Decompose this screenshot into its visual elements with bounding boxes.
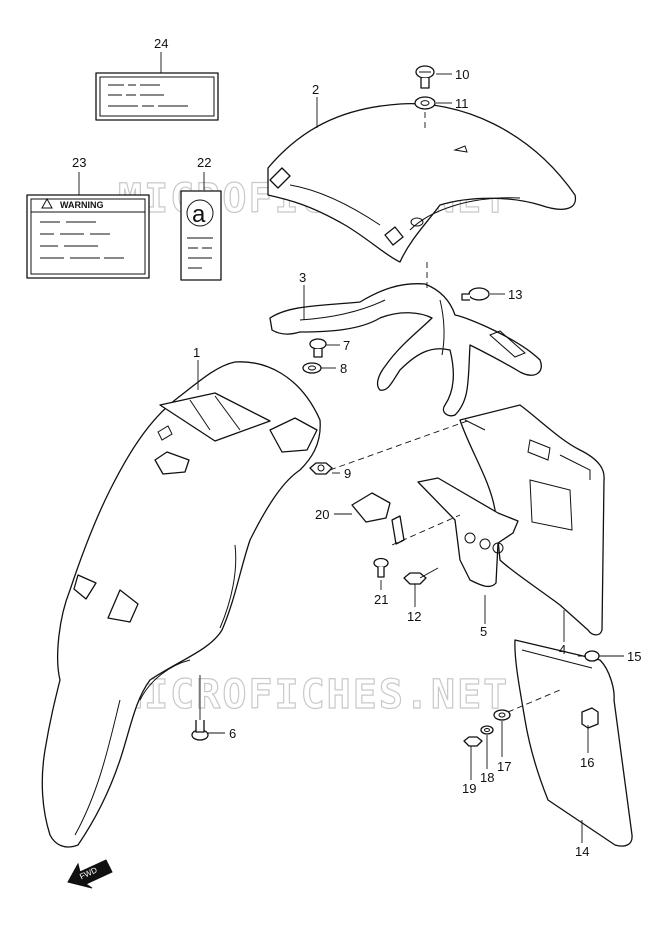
part-number-10: 10 [455, 67, 469, 82]
part-number-23: 23 [72, 155, 86, 170]
part-number-4: 4 [559, 642, 566, 657]
part-number-11: 11 [455, 96, 469, 111]
part-3-bracket [269, 283, 542, 417]
part-8-washer [302, 362, 322, 374]
part-24-label [95, 72, 219, 121]
part-6-bolt [191, 720, 209, 741]
part-number-2: 2 [312, 82, 319, 97]
part-18-washer [480, 725, 494, 735]
part-15-screw [578, 650, 600, 662]
part-5-license-bracket [417, 477, 519, 588]
part-1-rear-fender [41, 361, 321, 848]
part-16-clip [581, 707, 599, 729]
part-14-mud-flap [514, 639, 633, 847]
part-9-nut [309, 462, 333, 475]
part-number-12: 12 [407, 609, 421, 624]
part-number-13: 13 [508, 287, 522, 302]
part-number-3: 3 [299, 270, 306, 285]
part-number-20: 20 [315, 507, 329, 522]
part-11-washer [414, 96, 436, 110]
part-19-nut [463, 736, 483, 747]
part-10-screw [415, 65, 435, 89]
part-number-19: 19 [462, 781, 476, 796]
part-20-clip [351, 492, 405, 545]
part-number-18: 18 [480, 770, 494, 785]
part-4-inner-panel [459, 404, 605, 636]
part-number-5: 5 [480, 624, 487, 639]
part-number-14: 14 [575, 844, 589, 859]
watermark-bottom: MICROFICHES.NET [118, 672, 509, 718]
part-22-label: a [180, 190, 222, 281]
part-number-17: 17 [497, 759, 511, 774]
part-number-15: 15 [627, 649, 641, 664]
part-7-bolt [309, 338, 327, 358]
part-number-6: 6 [229, 726, 236, 741]
part-12-bolt [403, 567, 439, 585]
part-number-22: 22 [197, 155, 211, 170]
part-number-16: 16 [580, 755, 594, 770]
label-22-letter: a [192, 201, 206, 228]
fwd-arrow-icon: FWD [67, 859, 113, 889]
part-23-warning-label: WARNING [26, 194, 150, 279]
part-13-rivet [461, 287, 490, 301]
part-number-7: 7 [343, 338, 350, 353]
part-21-screw [373, 557, 389, 578]
part-number-1: 1 [193, 345, 200, 360]
part-number-21: 21 [374, 592, 388, 607]
part-number-8: 8 [340, 361, 347, 376]
part-17-washer [493, 709, 511, 721]
part-number-24: 24 [154, 36, 168, 51]
warning-label-text: WARNING [60, 200, 104, 210]
part-2-cowl [267, 103, 577, 263]
part-number-9: 9 [344, 466, 351, 481]
